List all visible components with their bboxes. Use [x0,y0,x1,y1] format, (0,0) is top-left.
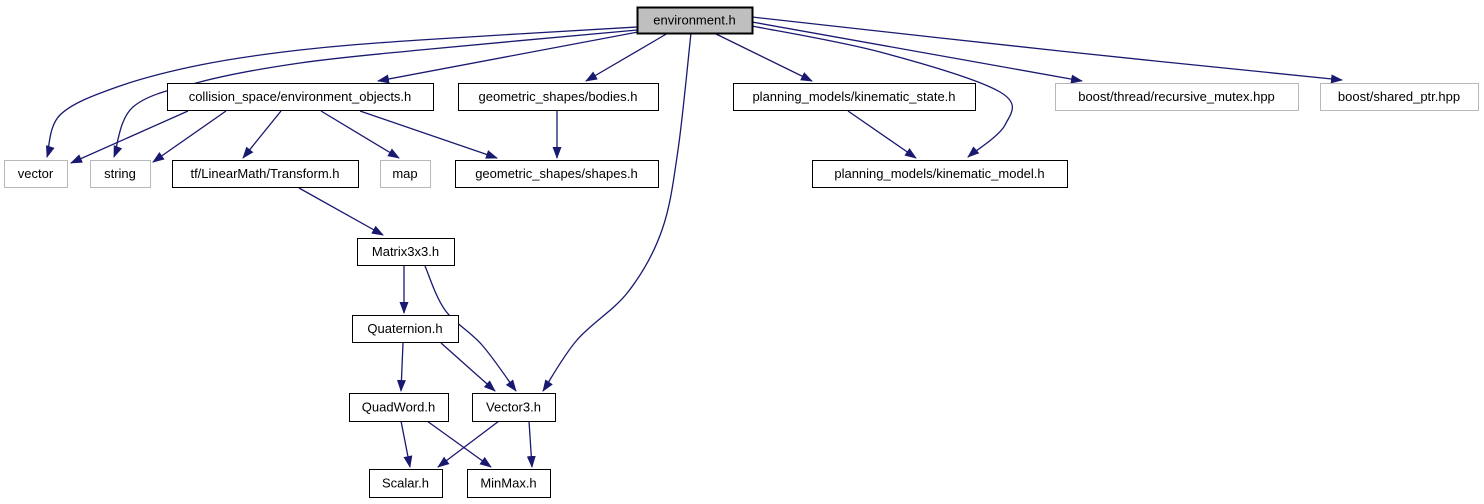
node-label: string [104,166,136,181]
edge-quadword-h-to-minmax-h [426,420,492,468]
node-box [466,468,552,499]
node-label: Quaternion.h [367,321,442,336]
node-label: QuadWord.h [362,400,435,415]
edge-transform-h-to-matrix3x3-h [298,187,384,236]
node-bodies-h[interactable]: geometric_shapes/bodies.h [457,82,660,112]
edges-layer [45,16,1343,468]
edge-kinematic-state-h-to-kinematic-model-h [847,110,917,159]
node-minmax-h[interactable]: MinMax.h [466,468,552,499]
node-label: planning_models/kinematic_model.h [834,166,1044,181]
node-kinematic-state-h[interactable]: planning_models/kinematic_state.h [732,82,977,112]
node-box [89,159,152,189]
node-box [636,6,754,35]
node-label: collision_space/environment_objects.h [189,89,412,104]
node-box [351,314,460,344]
node-label: tf/LinearMath/Transform.h [190,166,339,181]
node-quadword-h[interactable]: QuadWord.h [348,392,450,423]
node-box [379,159,432,189]
node-box [732,82,977,112]
node-scalar-h[interactable]: Scalar.h [368,468,444,499]
node-label: planning_models/kinematic_state.h [752,89,955,104]
node-environment-h: environment.h [636,6,754,35]
node-box [166,82,435,112]
node-box [348,392,450,423]
node-quaternion-h[interactable]: Quaternion.h [351,314,460,344]
node-label: vector [18,166,54,181]
node-recursive-mutex-hpp: boost/thread/recursive_mutex.hpp [1054,82,1300,112]
node-label: Scalar.h [382,476,429,491]
node-matrix3x3-h[interactable]: Matrix3x3.h [356,237,456,267]
edge-environment-h-to-shared-ptr-hpp [751,16,1343,84]
node-box [171,159,360,189]
edge-quadword-h-to-scalar-h [400,420,413,468]
edge-environment-objects-h-to-transform-h [242,110,282,159]
edge-environment-h-to-environment-objects-h [377,31,639,84]
node-box [811,159,1069,189]
node-label: geometric_shapes/bodies.h [479,89,638,104]
edge-environment-h-to-vector [45,26,638,158]
node-box [3,159,69,189]
node-label: boost/thread/recursive_mutex.hpp [1078,89,1275,104]
node-label: boost/shared_ptr.hpp [1338,89,1460,104]
node-box [457,82,660,112]
node-box [471,392,557,423]
node-box [368,468,444,499]
node-label: MinMax.h [480,476,536,491]
node-vector3-h[interactable]: Vector3.h [471,392,557,423]
edge-vector3-h-to-scalar-h [437,420,500,468]
edge-environment-h-to-string [113,29,638,158]
node-label: Matrix3x3.h [372,244,439,259]
edge-environment-h-to-recursive-mutex-hpp [751,21,1083,84]
edge-vector3-h-to-minmax-h [526,420,536,468]
node-transform-h[interactable]: tf/LinearMath/Transform.h [171,159,360,189]
node-box [1054,82,1300,112]
node-label: map [392,166,417,181]
edge-environment-h-to-bodies-h [585,32,669,82]
edge-environment-objects-h-to-string [152,110,227,163]
node-box [454,159,660,189]
node-shapes-h[interactable]: geometric_shapes/shapes.h [454,159,660,189]
edge-environment-objects-h-to-shapes-h [359,110,498,159]
edge-quaternion-h-to-quadword-h [396,342,406,392]
node-label: geometric_shapes/shapes.h [475,166,638,181]
node-environment-objects-h[interactable]: collision_space/environment_objects.h [166,82,435,112]
node-kinematic-model-h[interactable]: planning_models/kinematic_model.h [811,159,1069,189]
edge-environment-objects-h-to-vector [70,110,189,164]
node-map: map [379,159,432,189]
edge-quaternion-h-to-vector3-h [440,342,496,392]
edge-environment-h-to-kinematic-state-h [713,32,813,82]
edge-environment-h-to-kinematic-model-h [751,25,1013,158]
edge-matrix3x3-h-to-vector3-h [424,265,517,392]
node-label: Vector3.h [486,400,541,415]
node-label: environment.h [653,13,735,28]
node-vector: vector [3,159,69,189]
node-shared-ptr-hpp: boost/shared_ptr.hpp [1319,82,1480,112]
edge-environment-h-to-vector3-h [542,32,692,392]
node-box [1319,82,1480,112]
edge-environment-objects-h-to-map [320,110,400,159]
nodes-layer: environment.h collision_space/environment… [3,6,1480,499]
node-box [356,237,456,267]
node-string: string [89,159,152,189]
